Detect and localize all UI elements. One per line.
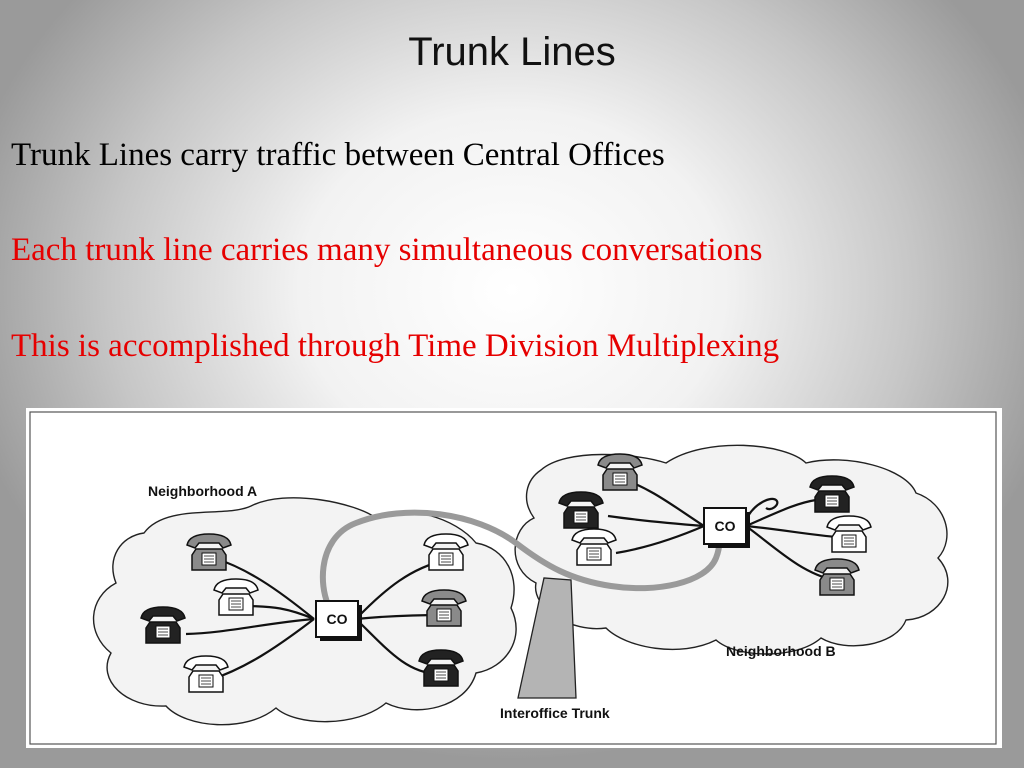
trunk-arrow [517, 577, 577, 699]
phone-icon [814, 558, 860, 596]
phone-icon [213, 578, 259, 616]
bullet-trunk-lines: Trunk Lines carry traffic between Centra… [11, 137, 665, 173]
network-diagram: Neighborhood A Neighborhood B Interoffic… [26, 408, 1002, 748]
co-a-box: CO [315, 600, 362, 641]
phone-icon [140, 606, 186, 644]
bullet-simultaneous-conversations: Each trunk line carries many simultaneou… [11, 232, 763, 268]
phone-icon [597, 453, 643, 491]
phone-icon [826, 515, 872, 553]
phone-icon [423, 533, 469, 571]
co-b-label: CO [715, 518, 736, 534]
trunk-label: Interoffice Trunk [500, 705, 610, 721]
phone-icon [571, 528, 617, 566]
phone-icon [418, 649, 464, 687]
bullet-tdm: This is accomplished through Time Divisi… [11, 328, 780, 364]
phone-icon [183, 655, 229, 693]
phone-icon [421, 589, 467, 627]
phone-icon [186, 533, 232, 571]
interoffice-trunk [319, 509, 723, 623]
neighborhood-a-label: Neighborhood A [148, 483, 257, 499]
slide-title: Trunk Lines [408, 30, 616, 74]
co-b-box: CO [703, 507, 750, 548]
diagram-svg: Neighborhood A Neighborhood B Interoffic… [29, 411, 997, 745]
neighborhood-b-label: Neighborhood B [726, 643, 836, 659]
co-a-label: CO [327, 611, 348, 627]
phone-icon [809, 475, 855, 513]
phone-icon [558, 491, 604, 529]
